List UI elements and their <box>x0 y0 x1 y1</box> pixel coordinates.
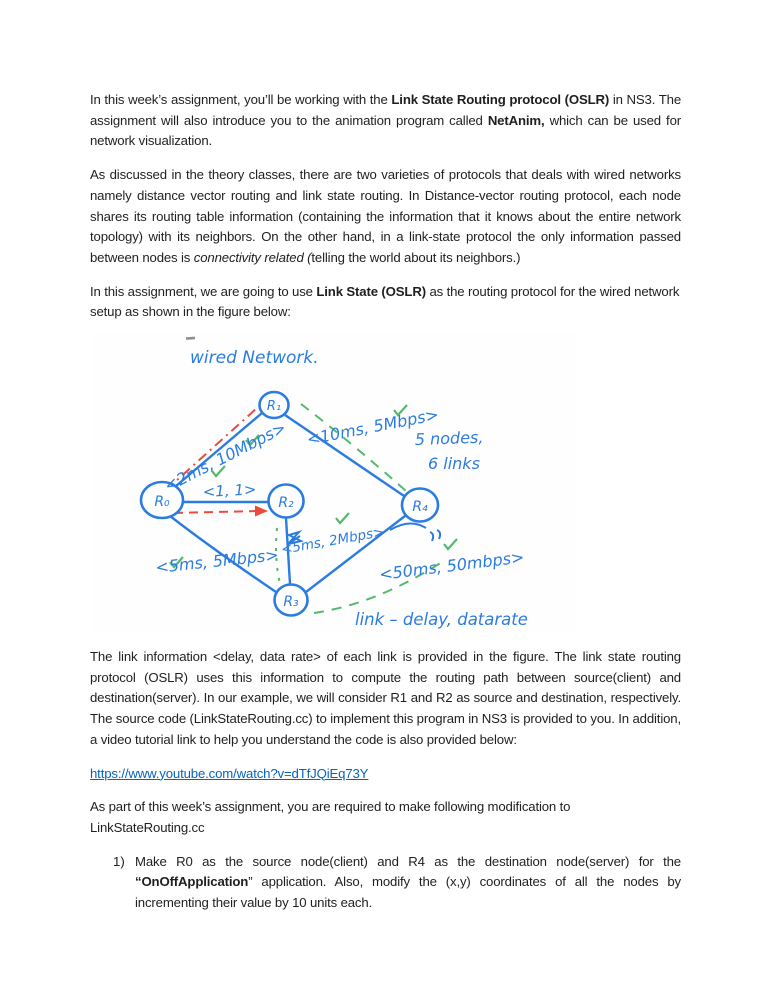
bold-linkstate: Link State (OSLR) <box>316 283 426 299</box>
node-r0 <box>139 480 185 520</box>
edge-label-r0-r2: <1, 1> <box>202 480 257 501</box>
green-dot-r2-r3 <box>275 527 281 585</box>
edge-r3-r4 <box>305 515 406 593</box>
node-r3 <box>273 583 309 617</box>
numbered-list-item-1: 1) Make R0 as the source node(client) an… <box>90 852 681 914</box>
text-run: in NS3. The assignment will also introdu… <box>90 92 682 128</box>
check-icon <box>393 404 408 417</box>
text-run: In this assignment, we are going to use <box>90 283 317 299</box>
check-icon <box>169 556 184 569</box>
youtube-link[interactable]: https://www.youtube.com/watch?v=dTfJQiEq… <box>90 765 369 781</box>
edge-label-r3-r4: <50ms, 50mbps> <box>378 547 525 584</box>
green-dash-r1-r4 <box>300 403 417 501</box>
paragraph-link-info: The link information <delay, data rate> … <box>90 649 681 747</box>
node-label-r1: R₁ <box>267 399 281 414</box>
text-run: which can be used for network visualizat… <box>90 112 681 149</box>
green-checkmarks <box>169 404 458 569</box>
italic-connectivity: connectivity related ( <box>193 249 312 265</box>
text-run: ” application. Also, modify the (x,y) co… <box>135 874 681 911</box>
text-run: As discussed in the theory classes, ther… <box>90 167 681 265</box>
list-item-text: Make R0 as the source node(client) and R… <box>135 852 681 914</box>
network-diagram: wired Network. <box>139 336 528 629</box>
curved-arrow-mark <box>389 522 442 542</box>
check-icon <box>245 434 260 447</box>
nodes: R₀ R₁ R₂ R₃ R₄ <box>139 390 440 617</box>
paragraph-assignment: In this assignment, we are going to use … <box>90 282 681 323</box>
edge-r0-r1 <box>175 412 263 487</box>
edge-r0-r3 <box>169 515 277 594</box>
stray-mark <box>185 336 196 340</box>
check-icon <box>443 538 458 551</box>
paragraph-modification: As part of this week’s assignment, you a… <box>90 799 571 835</box>
list-marker: 1) <box>113 853 125 869</box>
red-arrowhead <box>255 505 268 517</box>
paragraph-theory: As discussed in the theory classes, ther… <box>90 165 681 269</box>
edge-r1-r4 <box>284 414 408 500</box>
scribble-mark <box>286 530 304 546</box>
red-dash-r0-r2 <box>173 510 259 515</box>
check-icon <box>335 512 350 525</box>
bold-oslr: Link State Routing protocol (OSLR) <box>391 92 610 107</box>
node-label-r3: R₃ <box>283 594 299 610</box>
text-run: Make R0 as the source node(client) and R… <box>135 853 681 869</box>
note-links-count: 6 links <box>428 454 480 473</box>
node-label-r2: R₂ <box>278 495 294 511</box>
bold-onoffapplication: “OnOffApplication <box>135 874 249 890</box>
node-label-r4: R₄ <box>412 499 428 515</box>
bold-netanim: NetAnim, <box>487 112 545 128</box>
node-label-r0: R₀ <box>154 494 170 510</box>
figure-title: wired Network. <box>190 348 319 368</box>
text-run: telling the world about its neighbors.) <box>311 249 521 265</box>
figure-legend: link – delay, datarate <box>355 610 528 629</box>
edge-label-r2-r3: <5ms, 2Mbps> <box>280 524 386 558</box>
node-r1 <box>258 390 290 420</box>
note-nodes-count: 5 nodes, <box>414 428 483 449</box>
document-body: In this week’s assignment, you’ll be wor… <box>90 90 681 914</box>
figure-image: wired Network. <box>94 332 576 633</box>
video-link-line: https://www.youtube.com/watch?v=dTfJQiEq… <box>90 764 681 785</box>
paragraph-intro: In this week’s assignment, you’ll be wor… <box>90 90 681 152</box>
node-r4 <box>400 487 440 523</box>
check-icon <box>211 465 226 478</box>
edge-r2-r3 <box>284 517 292 585</box>
text-run: In this week’s assignment, you’ll be wor… <box>90 92 392 107</box>
node-r2 <box>267 483 305 519</box>
text-run: as the routing protocol for the wired ne… <box>90 283 680 320</box>
